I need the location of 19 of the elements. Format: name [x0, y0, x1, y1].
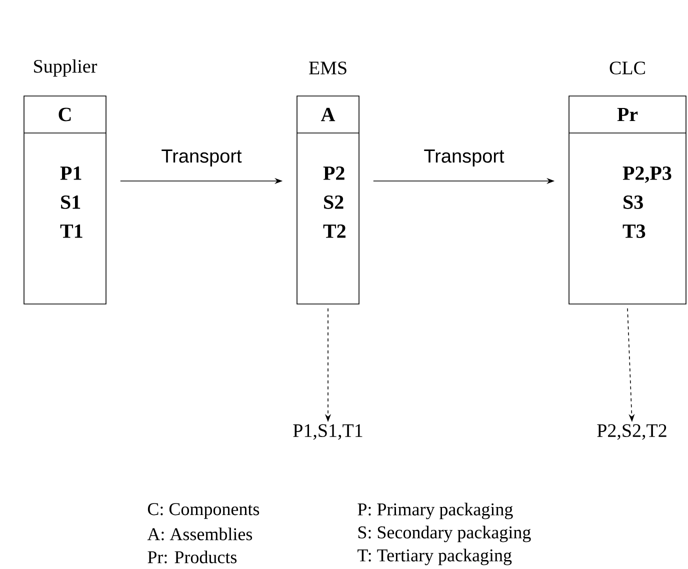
- legend-entry: S: Secondary packaging: [358, 526, 531, 542]
- edge-label: Transport: [162, 150, 242, 166]
- output-text: P1,S1,T1: [293, 424, 362, 440]
- legend-entry: C: Components: [148, 503, 260, 519]
- box-body-text: P2,P3 S3 T3: [622, 166, 672, 238]
- stage-heading: CLC: [610, 62, 645, 74]
- box-body-text: P1 S1 T1: [60, 166, 82, 238]
- box-body-text: P2 S2 T2: [323, 166, 346, 238]
- legend-entry: P: Primary packaging: [358, 502, 513, 520]
- stage-heading: Supplier: [34, 59, 98, 77]
- box-header-label: Pr: [617, 108, 638, 122]
- output-text: P2,S2,T2: [597, 424, 666, 440]
- box-header-label: C: [58, 108, 71, 122]
- legend-entry: T: Tertiary packaging: [358, 548, 512, 566]
- legend-entry: Pr: Products: [148, 550, 237, 564]
- legend-entry: A: Assemblies: [147, 528, 252, 540]
- edge-label: Transport: [424, 150, 504, 166]
- box-header-label: A: [320, 108, 336, 122]
- stage-heading: EMS: [309, 62, 346, 74]
